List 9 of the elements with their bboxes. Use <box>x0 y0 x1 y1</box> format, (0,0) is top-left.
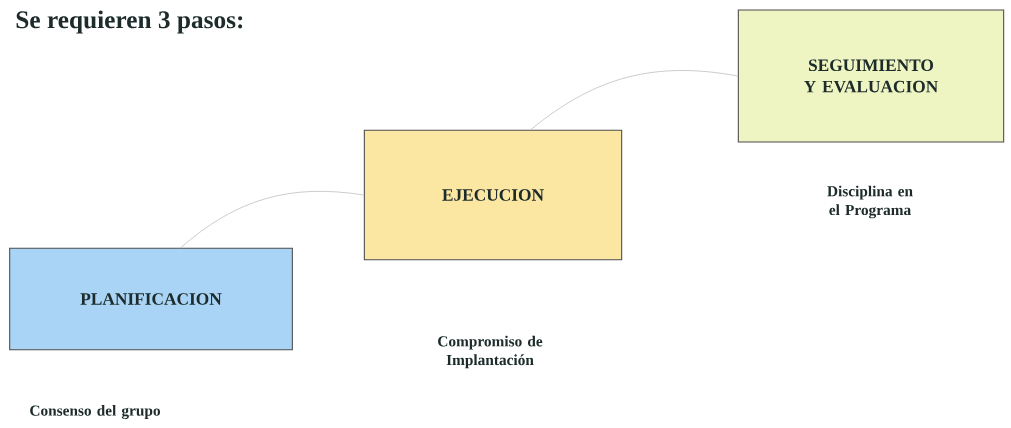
process-box: SEGUIMIENTO Y EVALUACION <box>737 9 1005 143</box>
process-box: EJECUCION <box>363 129 623 261</box>
process-box: PLANIFICACION <box>9 247 293 351</box>
caption: Consenso del grupo <box>30 404 160 419</box>
arc-line <box>180 191 365 249</box>
arc-line <box>530 70 739 131</box>
caption: Compromiso de Implantación <box>438 335 543 369</box>
title: Se requieren 3 pasos: <box>16 10 243 34</box>
caption: Disciplina en el Programa <box>827 185 913 219</box>
